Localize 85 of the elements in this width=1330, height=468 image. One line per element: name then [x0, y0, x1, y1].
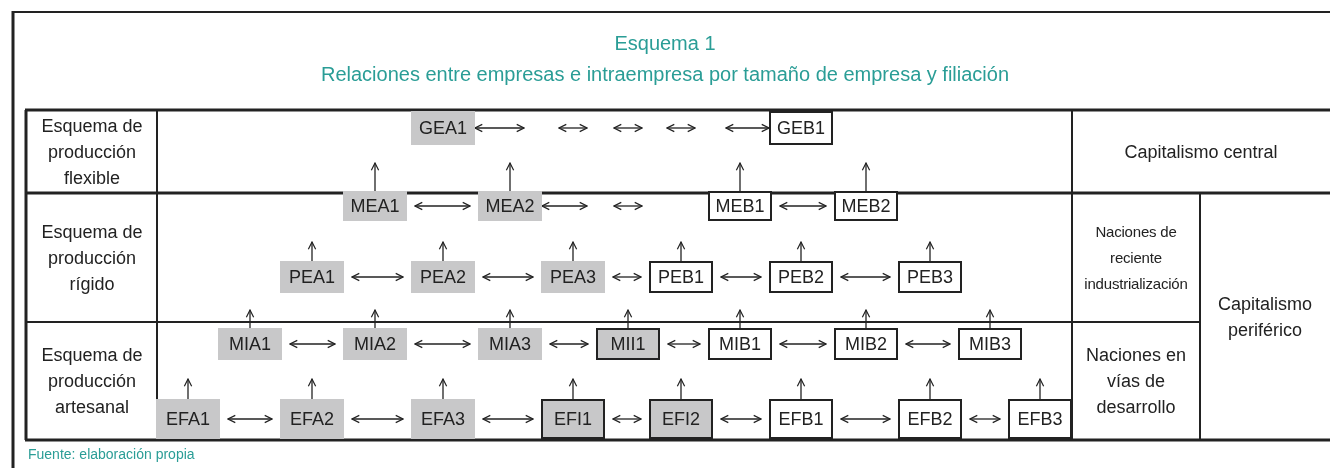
company-box: MIB1 — [708, 328, 772, 360]
row-header: Esquema de producción flexible — [40, 114, 144, 190]
company-box: EFB2 — [898, 399, 962, 439]
diagram-title: Esquema 1 — [614, 32, 716, 55]
double-arrow — [779, 339, 827, 349]
arrow — [676, 241, 686, 262]
double-arrow — [667, 339, 701, 349]
arrow — [861, 309, 871, 329]
arrow — [370, 309, 380, 329]
arrow — [370, 162, 380, 192]
company-box: EFA3 — [411, 399, 475, 439]
arrow — [438, 378, 448, 400]
arrow — [245, 309, 255, 329]
diagram-subtitle: Relaciones entre empresas e intraempresa por tamaño de empresa y filiación — [320, 62, 1010, 87]
company-box: EFI1 — [541, 399, 605, 439]
double-arrow — [351, 272, 404, 282]
arrow — [925, 241, 935, 262]
arrow — [307, 378, 317, 400]
double-arrow — [725, 123, 770, 133]
region-label: Naciones de reciente industrialización — [1083, 221, 1189, 294]
arrow — [568, 241, 578, 262]
double-arrow — [840, 272, 891, 282]
company-box: PEB3 — [898, 261, 962, 293]
double-arrow — [612, 272, 642, 282]
double-arrow — [351, 414, 404, 424]
company-box: MIA3 — [478, 328, 542, 360]
company-box: EFI2 — [649, 399, 713, 439]
company-box: MIA2 — [343, 328, 407, 360]
company-box: MEA2 — [478, 191, 542, 221]
source-note: Fuente: elaboración propia — [28, 446, 195, 462]
double-arrow — [482, 414, 534, 424]
arrow — [735, 162, 745, 192]
arrow — [796, 241, 806, 262]
row-header: Esquema de producción rígido — [40, 220, 144, 296]
double-arrow — [541, 201, 588, 211]
double-arrow — [720, 272, 762, 282]
company-box: PEA2 — [411, 261, 475, 293]
double-arrow — [549, 339, 589, 349]
arrow — [1035, 378, 1045, 400]
company-box: MIA1 — [218, 328, 282, 360]
company-box: MEB2 — [834, 191, 898, 221]
double-arrow — [414, 339, 471, 349]
arrow — [925, 378, 935, 400]
double-arrow — [414, 201, 471, 211]
arrow — [623, 309, 633, 329]
company-box: EFB3 — [1008, 399, 1072, 439]
arrow — [438, 241, 448, 262]
row-header: Esquema de producción artesanal — [40, 344, 144, 419]
company-box: MIB2 — [834, 328, 898, 360]
arrow — [676, 378, 686, 400]
company-box: PEB2 — [769, 261, 833, 293]
company-box: GEA1 — [411, 111, 475, 145]
company-box: GEB1 — [769, 111, 833, 145]
company-box: EFA1 — [156, 399, 220, 439]
region-label: Capitalismo periférico — [1216, 292, 1313, 342]
arrow — [796, 378, 806, 400]
double-arrow — [720, 414, 762, 424]
company-box: PEA1 — [280, 261, 344, 293]
arrow — [985, 309, 995, 329]
double-arrow — [840, 414, 891, 424]
arrow — [505, 309, 515, 329]
region-label: Capitalismo central — [1124, 140, 1278, 164]
region-label: Naciones en vías de desarrollo — [1084, 344, 1188, 419]
double-arrow — [474, 123, 525, 133]
company-box: MEB1 — [708, 191, 772, 221]
arrow — [183, 378, 193, 400]
company-box: PEA3 — [541, 261, 605, 293]
company-box: MIB3 — [958, 328, 1022, 360]
arrow — [505, 162, 515, 192]
company-box: EFB1 — [769, 399, 833, 439]
company-box: MEA1 — [343, 191, 407, 221]
arrow — [307, 241, 317, 262]
double-arrow — [779, 201, 827, 211]
double-arrow — [482, 272, 534, 282]
arrow — [735, 309, 745, 329]
double-arrow — [612, 414, 642, 424]
double-arrow — [289, 339, 336, 349]
arrow — [861, 162, 871, 192]
double-arrow — [969, 414, 1001, 424]
company-box: EFA2 — [280, 399, 344, 439]
double-arrow — [905, 339, 951, 349]
company-box: PEB1 — [649, 261, 713, 293]
company-box: MII1 — [596, 328, 660, 360]
arrow — [568, 378, 578, 400]
double-arrow — [227, 414, 273, 424]
